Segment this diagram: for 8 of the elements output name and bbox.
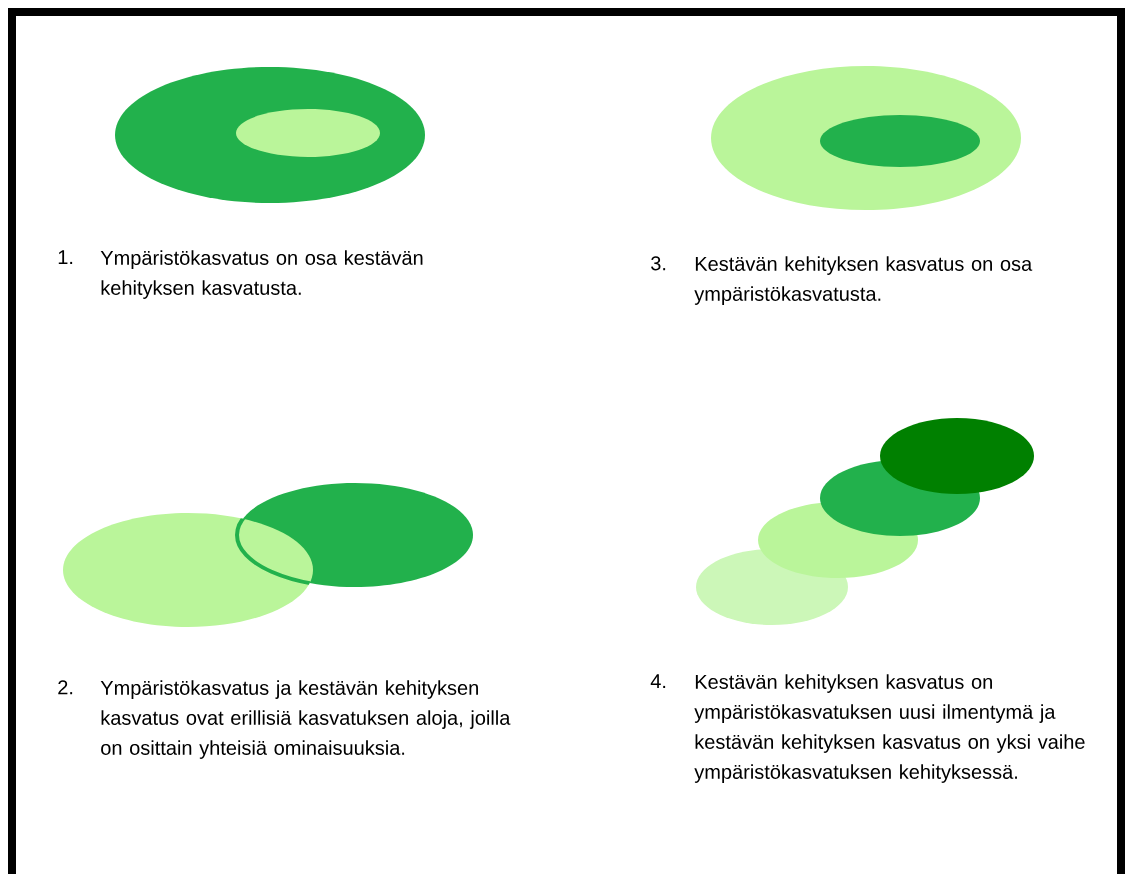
list-number: 2. bbox=[58, 680, 73, 695]
list-number: 3. bbox=[651, 256, 666, 271]
list-number: 4. bbox=[650, 674, 666, 688]
description-text: Ympäristökasvatus on osa kestävän kehityksen kasvatusta. bbox=[100, 250, 423, 299]
list-number: 1. bbox=[58, 250, 73, 264]
description-text: Kestävän kehityksen kasvatus on ympäristökasvatuksen uusi ilmentymä ja kestävän kehityksen kasvatus on yksi vaihe ympäristökasvatuksen kehityksessä. bbox=[694, 674, 1085, 783]
description-text: Ympäristökasvatus ja kestävän kehityksen kasvatus ovat erillisiä kasvatuksen aloja, joilla on osittain yhteisiä ominaisuuksia. bbox=[100, 680, 511, 759]
description-text: Kestävän kehityksen kasvatus on osa ympäristökasvatusta. bbox=[694, 256, 1033, 305]
